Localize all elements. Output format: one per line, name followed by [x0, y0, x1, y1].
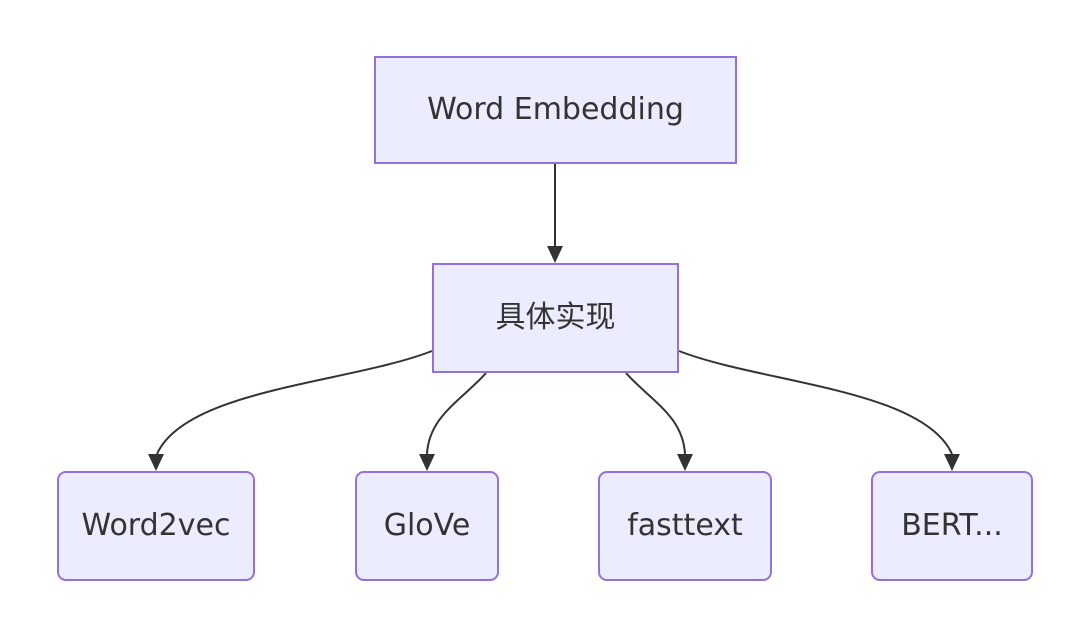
- edge-line: [156, 350, 433, 455]
- edge-concreteimpl-to-word2vec: [148, 350, 433, 471]
- edge-concreteimpl-to-fasttext: [625, 372, 693, 471]
- node-glove-label: GloVe: [383, 508, 471, 544]
- arrowhead-down-icon: [677, 454, 693, 471]
- node-concrete-impl: 具体实现: [432, 263, 679, 373]
- edge-line: [426, 372, 487, 455]
- node-fasttext: fasttext: [598, 471, 772, 581]
- node-word-embedding-label: Word Embedding: [427, 92, 684, 128]
- node-word-embedding: Word Embedding: [374, 56, 737, 164]
- node-concrete-impl-label: 具体实现: [495, 300, 616, 336]
- node-word2vec: Word2vec: [57, 471, 255, 581]
- arrowhead-down-icon: [944, 454, 960, 471]
- arrowhead-down-icon: [148, 454, 164, 471]
- node-glove: GloVe: [355, 471, 499, 581]
- node-bert-label: BERT...: [901, 508, 1003, 544]
- node-fasttext-label: fasttext: [627, 508, 743, 544]
- arrowhead-down-icon: [419, 454, 435, 471]
- edge-concreteimpl-to-bert: [678, 350, 960, 471]
- edge-line: [625, 372, 686, 455]
- node-word2vec-label: Word2vec: [81, 508, 231, 544]
- node-bert: BERT...: [871, 471, 1033, 581]
- arrowhead-down-icon: [547, 246, 563, 263]
- edge-line: [678, 350, 953, 455]
- edge-wordembedding-to-concreteimpl: [547, 164, 563, 263]
- edge-concreteimpl-to-glove: [419, 372, 487, 471]
